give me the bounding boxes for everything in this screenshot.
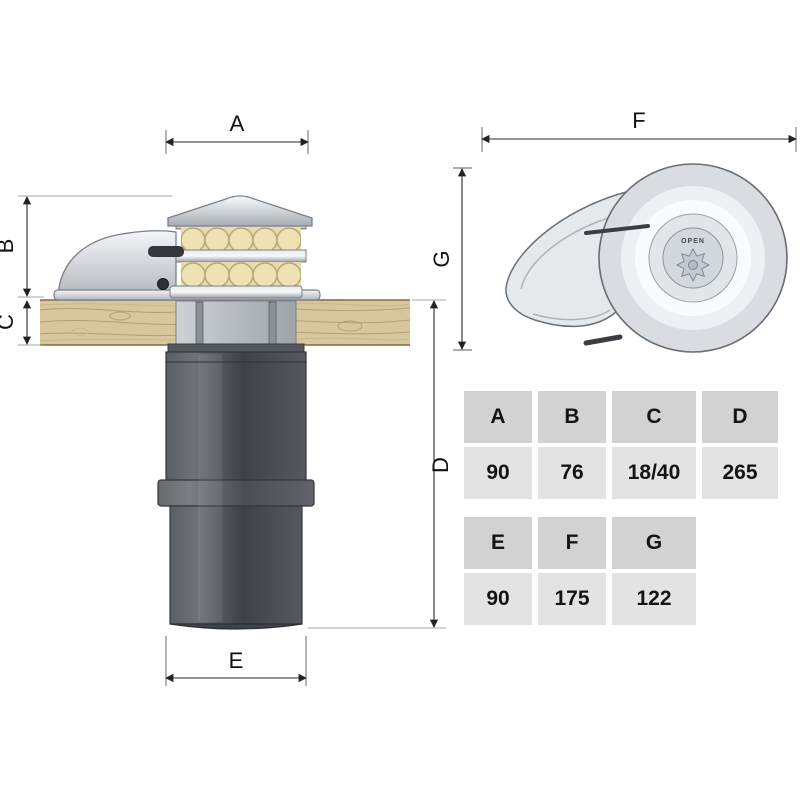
dim-D	[308, 299, 446, 629]
dim-label-B: B	[0, 239, 18, 254]
dim-value-cell-A: 90	[464, 447, 532, 499]
open-label: OPEN	[681, 238, 705, 245]
top-view: OPEN F G	[429, 108, 797, 353]
dim-header-cell-C: C	[612, 391, 696, 443]
table-group-efg: E F G 90 175 122	[464, 517, 778, 625]
bottom-fitting	[583, 334, 623, 346]
dim-header-cell-E: E	[464, 517, 532, 569]
dim-A	[165, 130, 309, 154]
dim-value-cell-F: 175	[538, 573, 606, 625]
dim-value-cell-E: 90	[464, 573, 532, 625]
dim-label-E: E	[229, 648, 244, 673]
dim-E	[165, 636, 307, 686]
dimensions-table: A B C D 90 76 18/40 265 E F G 90 175 122	[464, 391, 778, 625]
dim-label-A: A	[230, 111, 245, 136]
top-view-drum: OPEN	[598, 163, 788, 353]
side-view: A B C D E	[0, 111, 453, 686]
dim-label-F: F	[632, 108, 645, 133]
table-header-row: E F G	[464, 517, 778, 569]
dim-B	[18, 195, 172, 298]
motor-tube	[157, 343, 315, 630]
dim-header-cell-F: F	[538, 517, 606, 569]
table-header-row: A B C D	[464, 391, 778, 443]
dim-header-cell-G: G	[612, 517, 696, 569]
top-view-nose	[505, 190, 627, 328]
drum-cap	[167, 195, 313, 227]
rope-drum	[169, 221, 307, 299]
dim-label-G: G	[429, 250, 454, 267]
dim-header-cell-A: A	[464, 391, 532, 443]
dim-header-cell-B: B	[538, 391, 606, 443]
clutch-lever	[584, 224, 650, 235]
dim-value-cell-G: 122	[612, 573, 696, 625]
dim-header-cell-D: D	[702, 391, 778, 443]
rope-stripper	[148, 246, 184, 290]
table-value-row: 90 175 122	[464, 573, 778, 625]
through-deck-housing	[175, 300, 297, 346]
table-group-abcd: A B C D 90 76 18/40 265	[464, 391, 778, 499]
dim-value-cell-C: 18/40	[612, 447, 696, 499]
dim-F	[481, 127, 797, 152]
dim-C	[18, 300, 44, 346]
dim-G	[453, 167, 472, 351]
dim-label-C: C	[0, 314, 18, 330]
dim-label-D: D	[428, 457, 453, 473]
dim-value-cell-B: 76	[538, 447, 606, 499]
dim-value-cell-D: 265	[702, 447, 778, 499]
table-value-row: 90 76 18/40 265	[464, 447, 778, 499]
